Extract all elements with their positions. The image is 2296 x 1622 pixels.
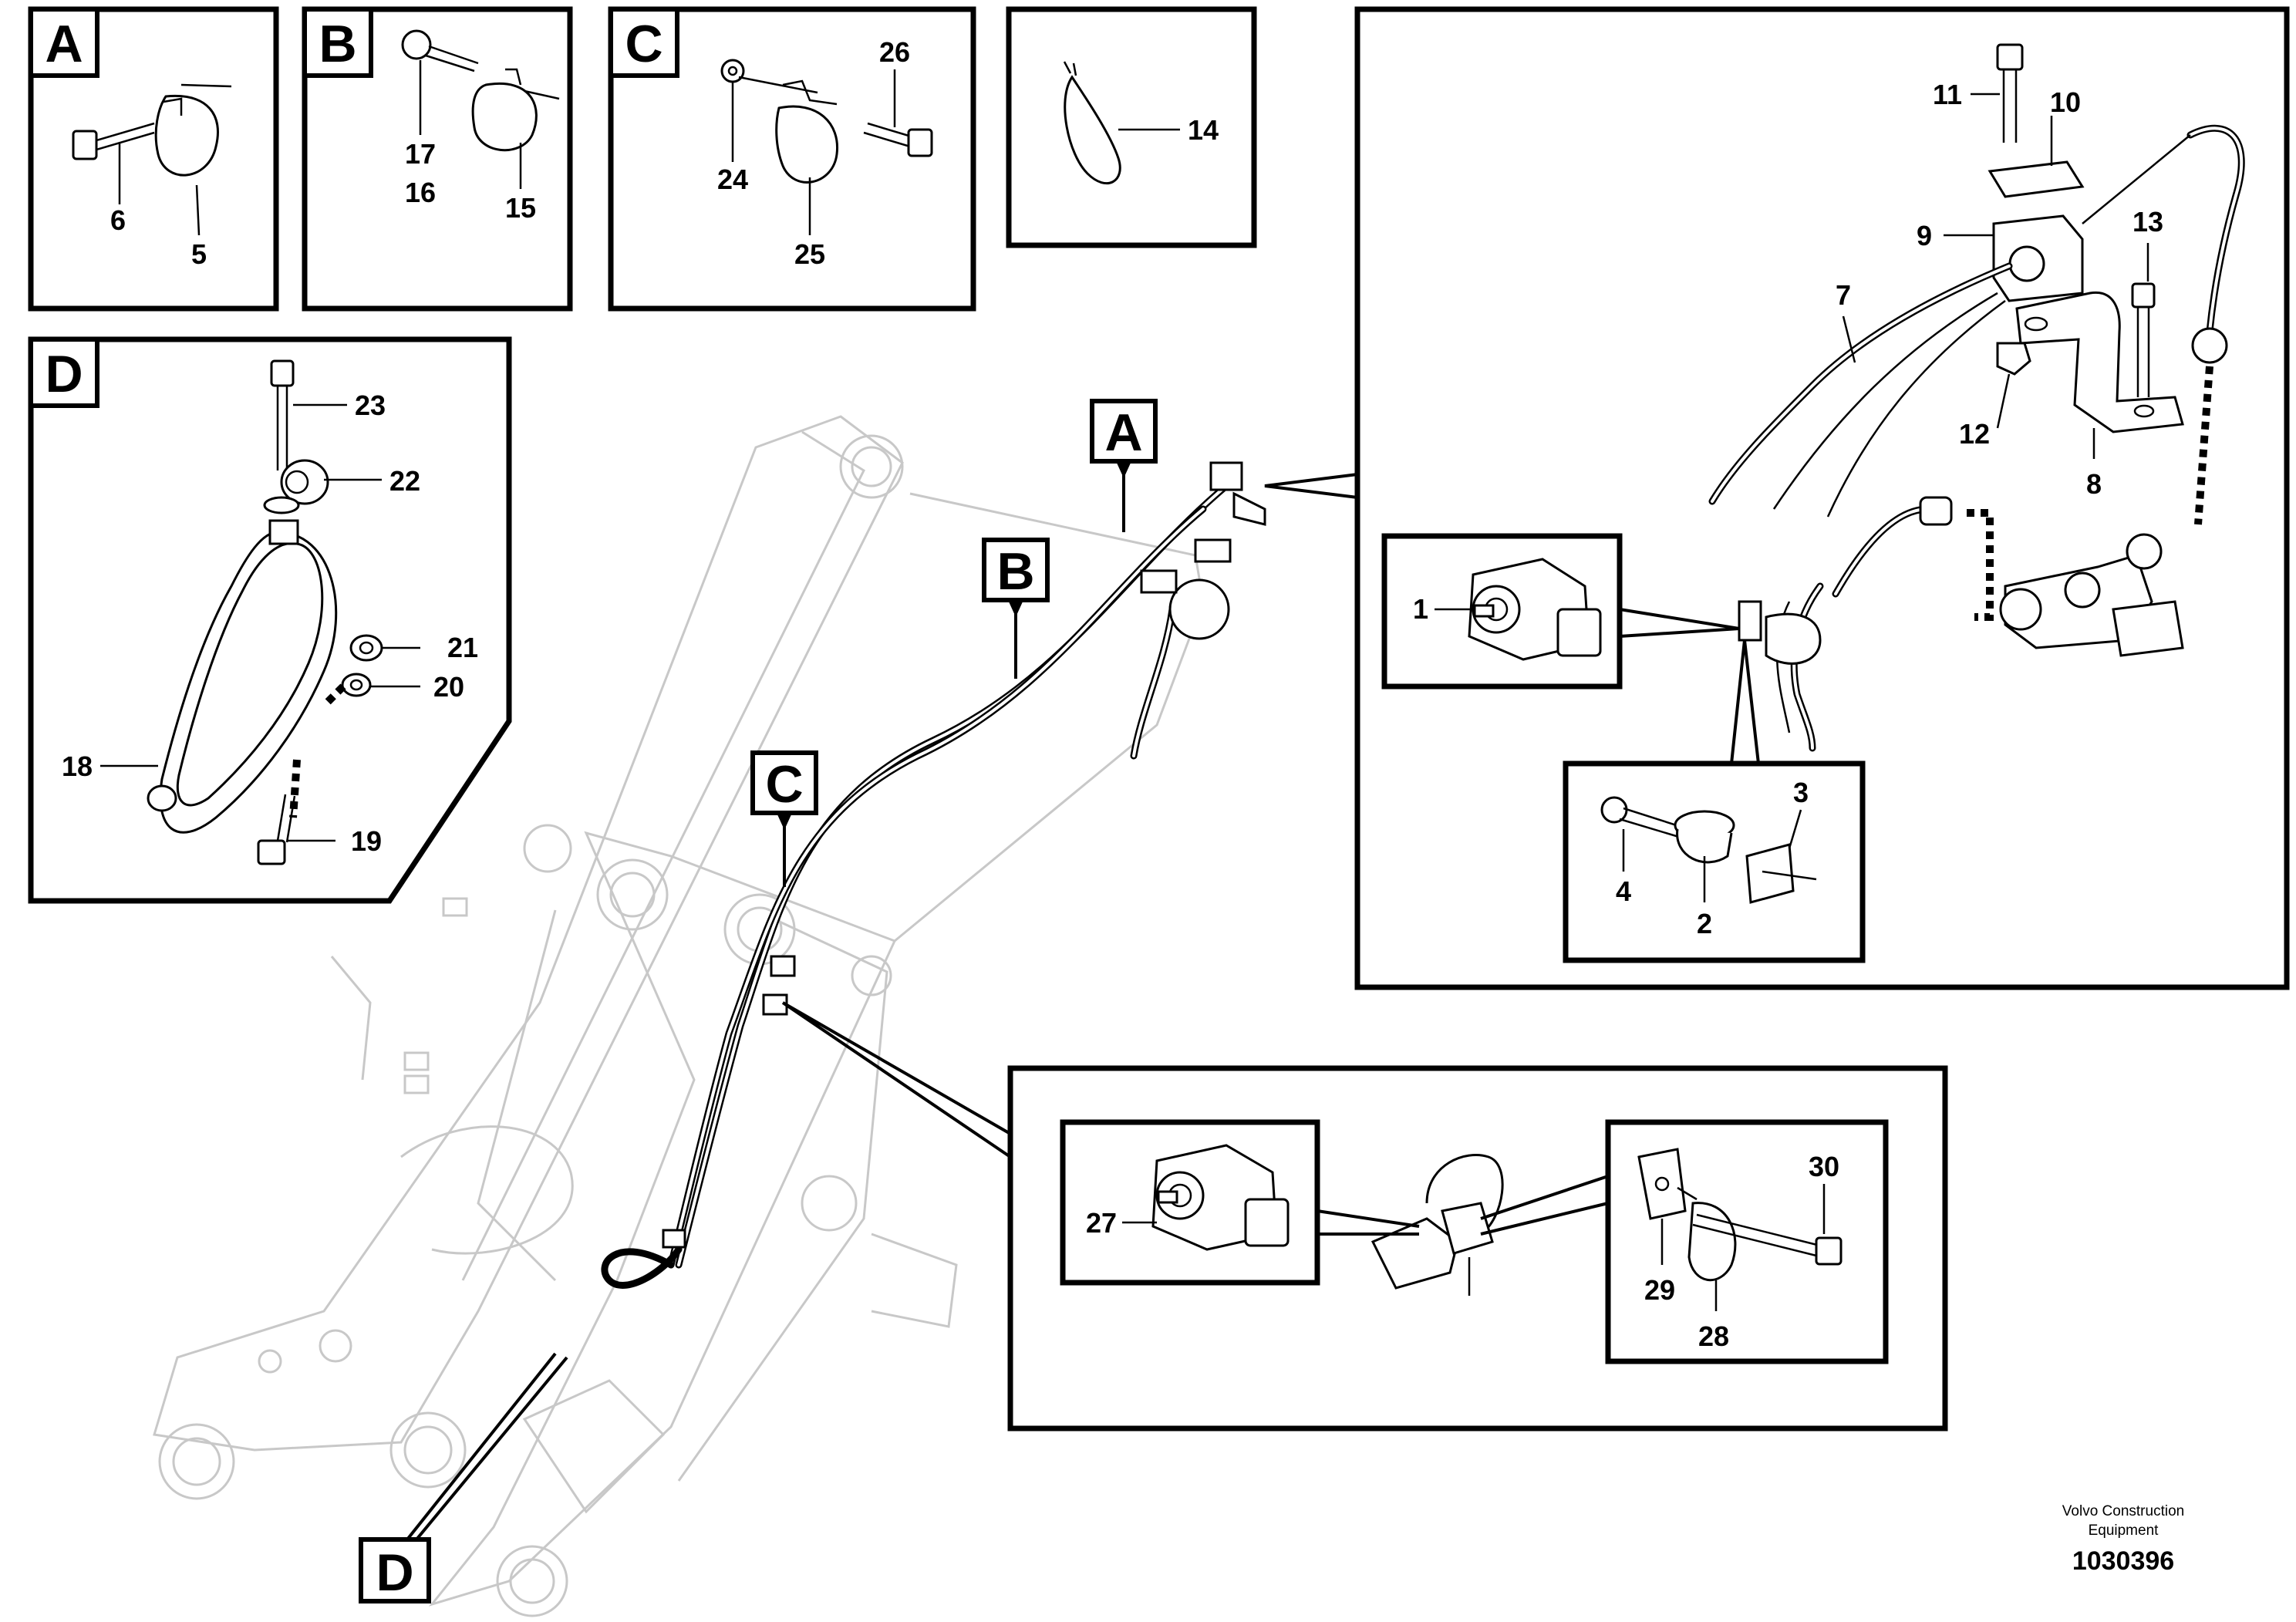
detail-box-d: D bbox=[28, 336, 512, 904]
hose-fitting-icon bbox=[1371, 1154, 1504, 1296]
harness-on-boom bbox=[601, 461, 1266, 1289]
callout-tag-a: A bbox=[1090, 399, 1158, 532]
svg-text:A: A bbox=[1104, 403, 1142, 462]
bolt-icon bbox=[863, 122, 933, 157]
footer-brand: Volvo Construction Equipment 1030396 bbox=[2062, 1503, 2184, 1576]
svg-text:11: 11 bbox=[1933, 79, 1962, 110]
svg-text:24: 24 bbox=[717, 164, 748, 195]
svg-text:18: 18 bbox=[62, 750, 93, 782]
callout-tag-d: D bbox=[359, 1352, 568, 1603]
svg-text:7: 7 bbox=[1836, 279, 1851, 311]
large-clamp-icon bbox=[147, 519, 338, 834]
svg-text:30: 30 bbox=[1809, 1151, 1839, 1182]
svg-text:13: 13 bbox=[2132, 206, 2163, 238]
svg-text:29: 29 bbox=[1644, 1274, 1675, 1306]
p-clamp-icon bbox=[1674, 810, 1735, 864]
svg-text:2: 2 bbox=[1697, 908, 1712, 939]
detail-box-sensor-mount: 1 4 2 3 bbox=[1354, 6, 2290, 990]
svg-text:Equipment: Equipment bbox=[2089, 1523, 2159, 1539]
svg-text:14: 14 bbox=[1188, 114, 1219, 146]
callout-tag-c: C bbox=[750, 750, 818, 887]
svg-text:28: 28 bbox=[1698, 1320, 1729, 1352]
svg-text:15: 15 bbox=[505, 192, 536, 224]
svg-text:D: D bbox=[376, 1543, 413, 1602]
svg-text:C: C bbox=[625, 15, 663, 73]
svg-text:26: 26 bbox=[879, 36, 910, 68]
svg-text:20: 20 bbox=[433, 671, 464, 703]
sensor-fitting-icon bbox=[1999, 533, 2184, 657]
svg-text:1: 1 bbox=[1413, 593, 1428, 625]
nut-icon bbox=[1996, 342, 2031, 376]
bolt-icon bbox=[257, 794, 296, 865]
svg-text:8: 8 bbox=[2086, 468, 2102, 500]
p-clamp-icon bbox=[154, 83, 232, 177]
spring-nut-icon bbox=[1637, 1148, 1687, 1220]
bolt-icon bbox=[1996, 43, 2024, 143]
svg-text:16: 16 bbox=[405, 177, 436, 208]
svg-text:19: 19 bbox=[351, 825, 382, 857]
svg-text:3: 3 bbox=[1793, 777, 1809, 808]
detail-box-a: A 6 5 bbox=[28, 6, 279, 312]
svg-text:23: 23 bbox=[355, 389, 386, 421]
rubber-bushing-icon bbox=[263, 459, 329, 514]
callout-tag-b: B bbox=[982, 538, 1050, 679]
bolt-icon bbox=[72, 122, 155, 160]
sensor-inset-1: 1 bbox=[1381, 533, 1623, 690]
spring-nut-icon bbox=[1745, 843, 1817, 904]
svg-text:17: 17 bbox=[405, 138, 436, 170]
detail-box-c: C 26 24 25 bbox=[608, 6, 976, 312]
detail-box-b: B 17 16 15 bbox=[302, 6, 573, 312]
washer-icon bbox=[720, 59, 745, 83]
cable-tie-icon bbox=[1063, 61, 1121, 184]
svg-text:27: 27 bbox=[1086, 1207, 1117, 1239]
clamp-inset-28-29-30: 30 29 28 bbox=[1605, 1119, 1889, 1364]
svg-text:B: B bbox=[996, 542, 1034, 601]
washer-icon bbox=[341, 673, 372, 697]
svg-text:1030396: 1030396 bbox=[2072, 1546, 2174, 1576]
svg-text:9: 9 bbox=[1917, 220, 1932, 251]
svg-text:6: 6 bbox=[110, 204, 126, 236]
detail-box-cable-tie: 14 bbox=[1006, 6, 1257, 248]
nut-icon bbox=[349, 634, 383, 662]
svg-text:C: C bbox=[765, 755, 803, 814]
svg-text:12: 12 bbox=[1959, 418, 1990, 450]
bolt-icon bbox=[270, 359, 295, 470]
p-clamp-icon bbox=[471, 68, 560, 152]
svg-text:21: 21 bbox=[447, 632, 478, 663]
svg-text:10: 10 bbox=[2050, 86, 2081, 118]
svg-text:A: A bbox=[45, 15, 83, 73]
svg-text:5: 5 bbox=[191, 238, 207, 270]
mounting-bracket-icon bbox=[2015, 291, 2184, 433]
sensor-inset-27: 27 bbox=[1060, 1119, 1320, 1286]
position-sensor-icon bbox=[1468, 558, 1602, 661]
svg-text:B: B bbox=[319, 15, 356, 73]
hose-clamp-icon bbox=[1765, 612, 1822, 665]
svg-text:22: 22 bbox=[389, 465, 420, 497]
svg-text:D: D bbox=[45, 345, 83, 403]
bolt-icon bbox=[401, 29, 479, 73]
bolt-icon bbox=[2131, 282, 2156, 397]
clamp-block-icon bbox=[1992, 214, 2084, 302]
svg-text:25: 25 bbox=[794, 238, 825, 270]
detail-box-sensor-lower: 27 bbox=[1007, 1065, 1948, 1431]
clamp-inset-2-3-4: 4 2 3 bbox=[1563, 760, 1866, 963]
svg-text:Volvo Construction: Volvo Construction bbox=[2062, 1503, 2184, 1519]
svg-text:4: 4 bbox=[1616, 875, 1631, 907]
position-sensor-icon bbox=[1151, 1144, 1290, 1251]
bolt-icon bbox=[1692, 1213, 1843, 1266]
